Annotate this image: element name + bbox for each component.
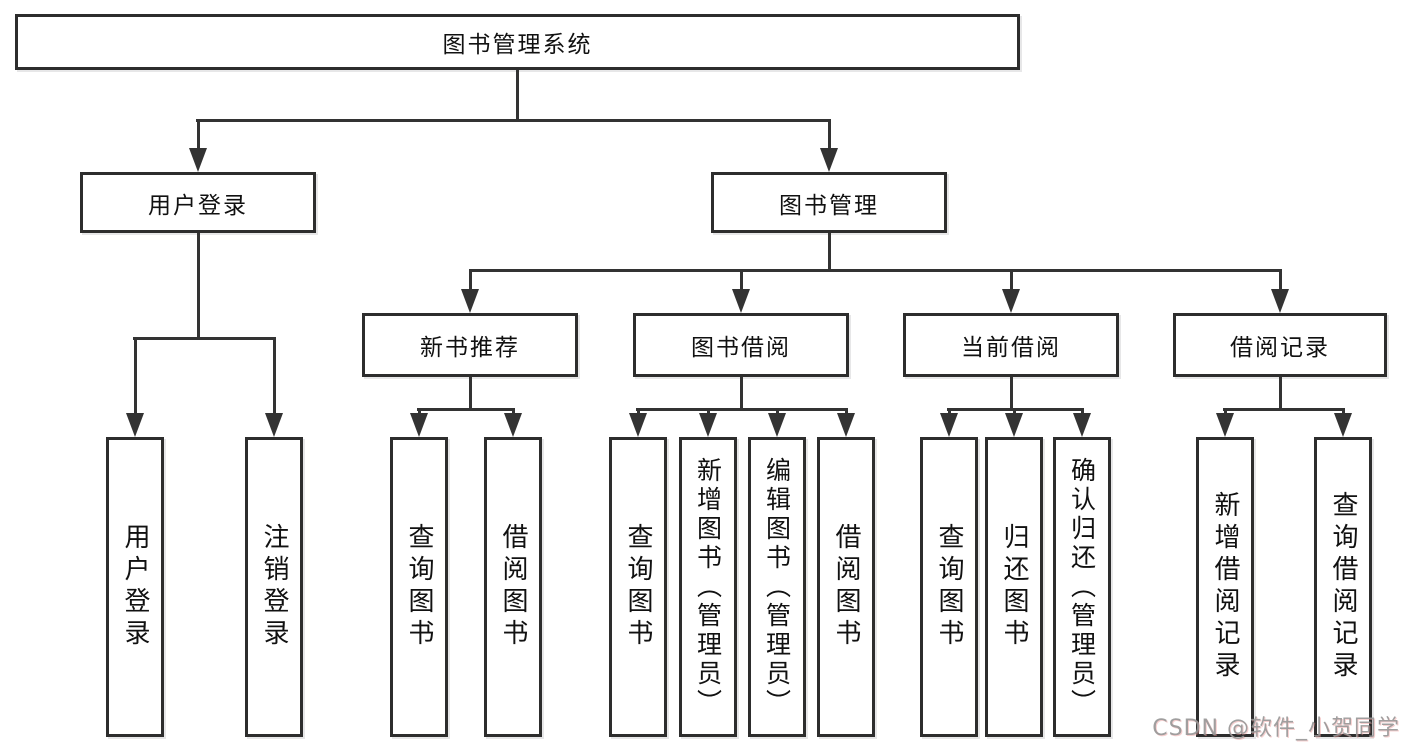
connector-vline bbox=[1081, 408, 1084, 417]
connector-vline bbox=[273, 337, 276, 417]
connector-vline bbox=[1010, 269, 1013, 293]
leaf-confirm-return-admin: 确认归还（管理员） bbox=[1053, 437, 1111, 737]
leaf-label: 借阅图书 bbox=[831, 523, 861, 651]
arrow-down-icon bbox=[126, 413, 144, 437]
arrow-down-icon bbox=[732, 289, 750, 313]
node-library-system: 图书管理系统 bbox=[15, 14, 1020, 70]
arrow-down-icon bbox=[629, 413, 647, 437]
connector-vline bbox=[1224, 408, 1227, 417]
connector-vline bbox=[776, 408, 779, 417]
node-book-management: 图书管理 bbox=[711, 172, 947, 233]
connector-vline bbox=[740, 377, 743, 411]
node-label: 当前借阅 bbox=[961, 335, 1061, 361]
node-label: 图书管理系统 bbox=[442, 32, 593, 58]
arrow-down-icon bbox=[837, 413, 855, 437]
leaf-label: 编辑图书（管理员） bbox=[762, 456, 792, 718]
connector-hline bbox=[196, 119, 830, 122]
arrow-down-icon bbox=[1334, 413, 1352, 437]
connector-hline bbox=[1223, 408, 1345, 411]
arrow-down-icon bbox=[699, 413, 717, 437]
leaf-label: 注销登录 bbox=[259, 523, 289, 651]
connector-vline bbox=[637, 408, 640, 417]
node-new-book-recommend: 新书推荐 bbox=[362, 313, 578, 377]
node-label: 借阅记录 bbox=[1230, 335, 1330, 361]
arrow-down-icon bbox=[1073, 413, 1091, 437]
leaf-query-books-borrowing: 查询图书 bbox=[609, 437, 667, 737]
arrow-down-icon bbox=[940, 413, 958, 437]
leaf-query-books-recommend: 查询图书 bbox=[390, 437, 448, 737]
connector-vline bbox=[1279, 377, 1282, 411]
connector-vline bbox=[1342, 408, 1345, 417]
arrow-down-icon bbox=[820, 148, 838, 172]
leaf-user-login: 用户登录 bbox=[106, 437, 164, 737]
arrow-down-icon bbox=[1271, 289, 1289, 313]
connector-vline bbox=[512, 408, 515, 417]
arrow-down-icon bbox=[410, 413, 428, 437]
leaf-add-borrow-record: 新增借阅记录 bbox=[1196, 437, 1254, 737]
arrow-down-icon bbox=[1005, 413, 1023, 437]
connector-hline bbox=[417, 408, 515, 411]
leaf-label: 借阅图书 bbox=[498, 523, 528, 651]
node-borrowing-records: 借阅记录 bbox=[1173, 313, 1387, 377]
connector-vline bbox=[469, 377, 472, 411]
connector-vline bbox=[418, 408, 421, 417]
connector-vline bbox=[1010, 377, 1013, 411]
connector-vline bbox=[948, 408, 951, 417]
leaf-label: 新增图书（管理员） bbox=[693, 456, 723, 718]
leaf-label: 查询图书 bbox=[934, 523, 964, 651]
connector-vline bbox=[707, 408, 710, 417]
connector-vline bbox=[516, 70, 519, 121]
connector-vline bbox=[197, 119, 200, 152]
connector-hline bbox=[469, 269, 1282, 272]
leaf-label: 归还图书 bbox=[999, 523, 1029, 651]
connector-vline bbox=[469, 269, 472, 293]
connector-vline bbox=[1279, 269, 1282, 293]
arrow-down-icon bbox=[189, 148, 207, 172]
connector-vline bbox=[828, 233, 831, 272]
connector-vline bbox=[845, 408, 848, 417]
leaf-label: 新增借阅记录 bbox=[1210, 491, 1240, 683]
leaf-add-book-admin: 新增图书（管理员） bbox=[679, 437, 737, 737]
node-current-borrowing: 当前借阅 bbox=[903, 313, 1119, 377]
connector-hline bbox=[636, 408, 848, 411]
node-label: 新书推荐 bbox=[420, 335, 520, 361]
arrow-down-icon bbox=[1002, 289, 1020, 313]
leaf-query-borrow-record: 查询借阅记录 bbox=[1314, 437, 1372, 737]
leaf-borrow-books-recommend: 借阅图书 bbox=[484, 437, 542, 737]
node-label: 图书借阅 bbox=[691, 335, 791, 361]
leaf-label: 查询图书 bbox=[623, 523, 653, 651]
connector-hline bbox=[133, 337, 276, 340]
leaf-logout: 注销登录 bbox=[245, 437, 303, 737]
connector-vline bbox=[134, 337, 137, 417]
arrow-down-icon bbox=[1216, 413, 1234, 437]
leaf-return-books: 归还图书 bbox=[985, 437, 1043, 737]
connector-vline bbox=[828, 119, 831, 152]
leaf-label: 查询借阅记录 bbox=[1328, 491, 1358, 683]
arrow-down-icon bbox=[504, 413, 522, 437]
leaf-edit-book-admin: 编辑图书（管理员） bbox=[748, 437, 806, 737]
leaf-label: 确认归还（管理员） bbox=[1067, 456, 1097, 718]
watermark: CSDN @软件_小贺同学 bbox=[1152, 716, 1400, 741]
leaf-query-books-current: 查询图书 bbox=[920, 437, 978, 737]
node-user-login: 用户登录 bbox=[80, 172, 316, 233]
node-label: 图书管理 bbox=[779, 192, 879, 219]
connector-vline bbox=[740, 269, 743, 293]
arrow-down-icon bbox=[265, 413, 283, 437]
leaf-label: 用户登录 bbox=[120, 523, 150, 651]
leaf-borrow-books-borrowing: 借阅图书 bbox=[817, 437, 875, 737]
connector-vline bbox=[1013, 408, 1016, 417]
node-label: 用户登录 bbox=[148, 192, 248, 219]
leaf-label: 查询图书 bbox=[404, 523, 434, 651]
arrow-down-icon bbox=[768, 413, 786, 437]
connector-vline bbox=[197, 233, 200, 340]
node-book-borrowing: 图书借阅 bbox=[633, 313, 849, 377]
arrow-down-icon bbox=[461, 289, 479, 313]
